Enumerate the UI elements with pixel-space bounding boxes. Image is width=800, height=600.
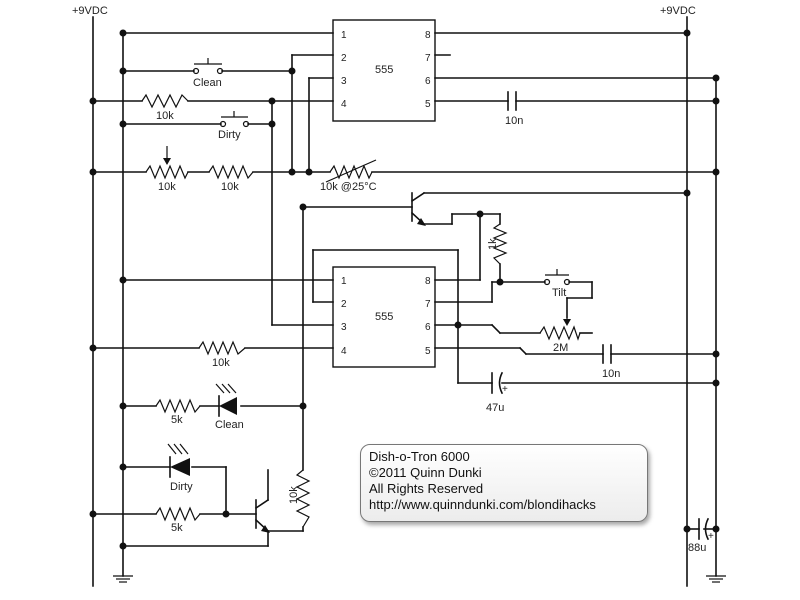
capacitor-bottom-10n-icon bbox=[602, 344, 612, 364]
capacitor-bottom-10n-label: 10n bbox=[602, 368, 620, 380]
potentiometer-10k-label: 10k bbox=[158, 181, 176, 193]
svg-text:2: 2 bbox=[341, 299, 347, 310]
capacitor-top-10n-icon bbox=[507, 91, 517, 111]
resistor-vertical-10k-label: 10k bbox=[288, 486, 300, 504]
caption-box: Dish-o-Tron 6000 ©2011 Quinn Dunki All R… bbox=[360, 444, 648, 522]
svg-text:6: 6 bbox=[425, 76, 431, 87]
svg-text:7: 7 bbox=[425, 53, 431, 64]
resistor-dirty-5k-label: 5k bbox=[171, 522, 183, 534]
dirty-switch-icon bbox=[219, 111, 250, 128]
bottom-555-chip bbox=[332, 266, 436, 368]
resistor-bottom-10k-label: 10k bbox=[212, 357, 230, 369]
svg-text:4: 4 bbox=[341, 346, 347, 357]
resistor-top-10k-icon bbox=[141, 93, 189, 109]
bottom-555-pins: 1 2 3 4 8 7 6 5 bbox=[341, 276, 431, 357]
svg-text:2: 2 bbox=[341, 53, 347, 64]
svg-text:5: 5 bbox=[425, 99, 431, 110]
capacitor-47u-label: 47u bbox=[486, 402, 504, 414]
ground-right-icon bbox=[706, 575, 726, 583]
caption-title: Dish-o-Tron 6000 bbox=[369, 449, 470, 464]
resistor-vertical-10k-icon bbox=[295, 469, 311, 528]
potentiometer-10k-icon bbox=[145, 164, 189, 180]
svg-text:6: 6 bbox=[425, 322, 431, 333]
tilt-switch-icon bbox=[543, 269, 571, 286]
clean-switch-icon bbox=[192, 58, 224, 75]
svg-text:3: 3 bbox=[341, 76, 347, 87]
svg-text:7: 7 bbox=[425, 299, 431, 310]
resistor-dirty-5k-icon bbox=[155, 506, 201, 522]
caption-copyright: ©2011 Quinn Dunki bbox=[369, 465, 482, 480]
resistor-clean-5k-label: 5k bbox=[171, 414, 183, 426]
svg-text:+: + bbox=[708, 531, 714, 542]
clean-led-icon bbox=[215, 383, 237, 417]
resistor-fixed-10k-icon bbox=[208, 164, 254, 180]
tilt-switch-label: Tilt bbox=[552, 287, 566, 299]
svg-text:8: 8 bbox=[425, 276, 431, 287]
dirty-led-wiring bbox=[92, 405, 304, 547]
capacitor-47u-icon: + bbox=[491, 371, 508, 395]
capacitor-top-10n-label: 10n bbox=[505, 115, 523, 127]
svg-text:8: 8 bbox=[425, 30, 431, 41]
svg-text:3: 3 bbox=[341, 322, 347, 333]
thermistor-label: 10k @25°C bbox=[320, 181, 377, 193]
thermistor-icon bbox=[325, 159, 377, 183]
resistor-clean-5k-icon bbox=[155, 398, 201, 414]
ground-left-icon bbox=[113, 575, 133, 583]
clean-led-label: Clean bbox=[215, 419, 244, 431]
resistor-fixed-10k-label: 10k bbox=[221, 181, 239, 193]
junction-dots bbox=[89, 29, 720, 550]
bottom-555-label: 555 bbox=[375, 311, 393, 323]
svg-text:1: 1 bbox=[341, 276, 347, 287]
right-rail-label: +9VDC bbox=[660, 5, 696, 17]
left-rail-label: +9VDC bbox=[72, 5, 108, 17]
caption-rights: All Rights Reserved bbox=[369, 481, 484, 496]
dirty-led-icon bbox=[167, 443, 190, 478]
potentiometer-2m-icon bbox=[539, 325, 581, 341]
resistor-1k-label: 1k bbox=[487, 238, 499, 250]
transistor-upper-icon bbox=[410, 191, 688, 226]
resistor-top-10k-label: 10k bbox=[156, 110, 174, 122]
dirty-switch-label: Dirty bbox=[218, 129, 241, 141]
capacitor-88u-label: 88u bbox=[688, 542, 706, 554]
svg-text:4: 4 bbox=[341, 99, 347, 110]
dirty-led-label: Dirty bbox=[170, 481, 193, 493]
top-555-label: 555 bbox=[375, 64, 393, 76]
top-555-chip bbox=[332, 19, 436, 122]
svg-text:1: 1 bbox=[341, 30, 347, 41]
svg-text:+: + bbox=[502, 384, 508, 395]
top-555-pins: 1 2 3 4 8 7 6 5 bbox=[341, 30, 431, 110]
transistor-lower-icon bbox=[254, 469, 270, 547]
potentiometer-2m-label: 2M bbox=[553, 342, 568, 354]
resistor-bottom-10k-icon bbox=[198, 340, 246, 356]
resistor-1k-icon bbox=[492, 223, 508, 265]
svg-text:5: 5 bbox=[425, 346, 431, 357]
caption-url: http://www.quinndunki.com/blondihacks bbox=[369, 497, 596, 512]
capacitor-88u-icon: + bbox=[686, 517, 717, 542]
clean-switch-label: Clean bbox=[193, 77, 222, 89]
